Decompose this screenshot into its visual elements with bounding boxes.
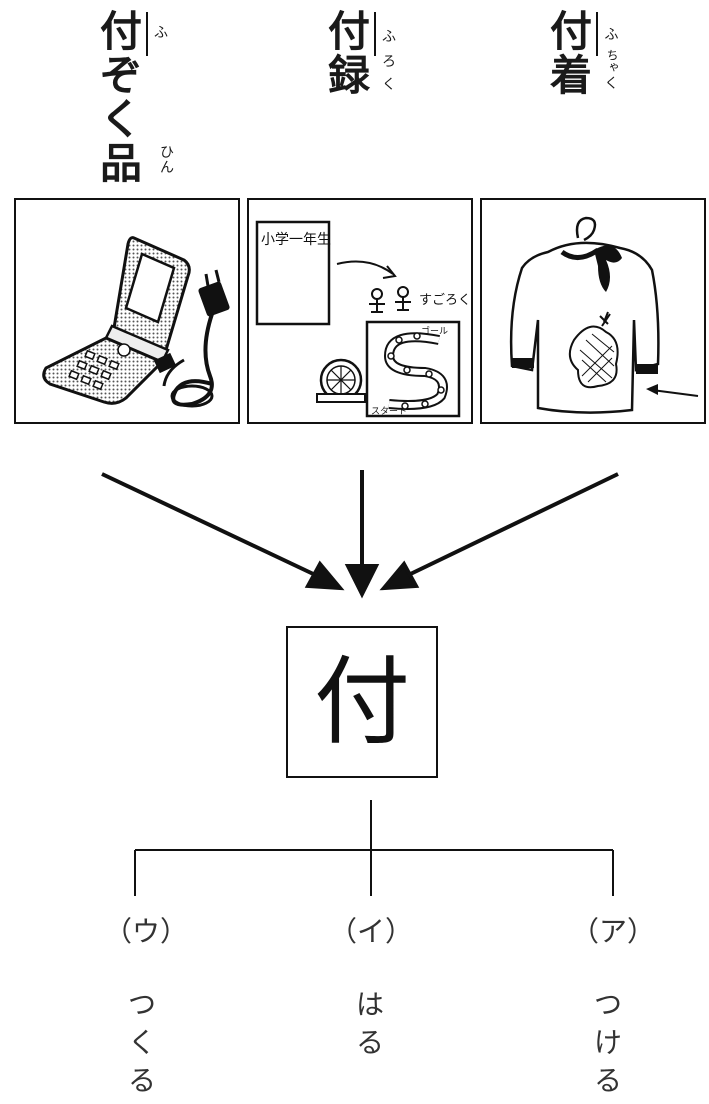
meaning-haru: は る xyxy=(340,986,400,1062)
magazine-illustration: 小学一年生 すごろく ゴール スタート xyxy=(255,220,471,418)
ruby-char: ひ xyxy=(160,145,174,161)
word-furoku-ruby: ふ ろ く xyxy=(382,30,396,93)
meaning-char: は xyxy=(355,988,384,1021)
word-char: 付 xyxy=(328,7,371,56)
word-fuzokuhin-ruby-hin: ひ ん xyxy=(160,146,174,176)
word-furoku-text: 付 録 xyxy=(328,10,370,98)
meaning-tsukuru: つ く る xyxy=(112,986,172,1100)
ruby-char: く xyxy=(604,76,619,92)
ruby-char: ろ xyxy=(382,54,397,70)
meaning-char: る xyxy=(593,1064,622,1097)
ruby-char: ん xyxy=(160,160,174,176)
meaning-char: る xyxy=(355,1026,384,1059)
ruby-char: く xyxy=(382,77,397,93)
meaning-label-u: （ウ） xyxy=(103,915,188,948)
word-char: ぞ xyxy=(100,51,143,100)
central-kanji: 付 xyxy=(314,646,410,758)
meaning-char: つ xyxy=(593,988,622,1021)
center-arrow-head xyxy=(344,564,380,599)
right-arrow-shaft xyxy=(397,472,619,582)
central-kanji-box: 付 xyxy=(286,626,438,778)
word-fuzokuhin-text: 付 ぞ く 品 xyxy=(100,10,142,186)
panel-phone-accessories xyxy=(14,198,240,424)
meaning-char: つ xyxy=(127,988,156,1021)
panel-sweater-stain xyxy=(480,198,706,424)
word-char: 付 xyxy=(550,7,593,56)
panel-magazine-supplement: 小学一年生 すごろく ゴール スタート xyxy=(247,198,473,424)
ruby-char: ちゃ xyxy=(605,49,620,73)
meaning-label-i: （イ） xyxy=(328,915,413,948)
word-fuzokuhin-ruby: ふ xyxy=(154,26,168,41)
meaning-tsukeru: つ け る xyxy=(578,986,638,1100)
meaning-char: く xyxy=(127,1026,156,1059)
word-fuzokuhin: 付 ぞ く 品 ふ xyxy=(100,10,168,186)
right-arrow-head xyxy=(379,560,420,591)
word-furoku: 付 録 ふ ろ く xyxy=(328,10,396,98)
word-char: 録 xyxy=(328,51,371,100)
word-fuchaku-text: 付 着 xyxy=(550,10,592,98)
word-char: 着 xyxy=(550,51,593,100)
sweater-illustration xyxy=(509,216,699,414)
word-char: く xyxy=(100,95,143,144)
ruby-bar xyxy=(146,12,149,56)
board-title: すごろく xyxy=(419,292,471,308)
phone-illustration xyxy=(42,236,230,408)
meaning-char: る xyxy=(127,1064,156,1097)
left-arrow-shaft xyxy=(101,472,327,582)
ruby-bar xyxy=(596,12,599,56)
word-fuchaku-ruby: ふ ちゃ く xyxy=(604,27,620,92)
convergence-arrows xyxy=(101,470,619,599)
ruby-bar xyxy=(374,12,377,56)
word-fuchaku: 付 着 ふ ちゃ く xyxy=(550,10,619,98)
ruby-char: ふ xyxy=(604,27,619,43)
word-char: 付 xyxy=(100,7,143,56)
word-char: 品 xyxy=(100,139,143,188)
magazine-title: 小学一年生 xyxy=(261,232,331,248)
meaning-label-a: （ア） xyxy=(570,915,655,948)
left-arrow-head xyxy=(304,560,345,591)
board-start: スタート xyxy=(371,406,407,417)
meaning-char: け xyxy=(593,1026,622,1059)
ruby-char: ふ xyxy=(382,29,397,45)
meaning-tree-lines xyxy=(134,800,614,896)
ruby-char: ふ xyxy=(154,25,169,41)
